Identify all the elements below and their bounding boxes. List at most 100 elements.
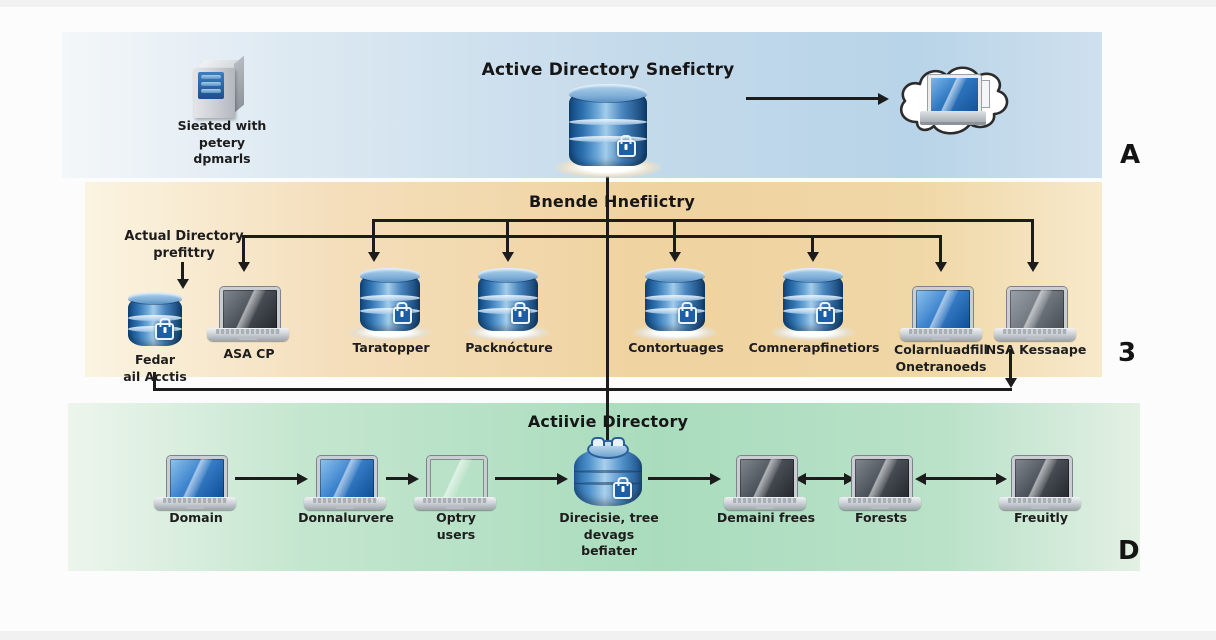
arrow-domain-donnalurvere <box>235 477 297 480</box>
server-drive-panel <box>198 72 224 99</box>
drop-arrow-nsa <box>1031 219 1034 263</box>
lock-icon <box>616 139 636 157</box>
server-front-face <box>194 68 235 118</box>
database-icon-packnocture <box>465 268 551 341</box>
laptop-icon-freuitly <box>999 456 1081 510</box>
laptop-icon-demaini <box>724 456 806 510</box>
fedar-down-line <box>153 372 156 391</box>
page-edge-top <box>0 0 1216 7</box>
middle-band-title: Bnende Hnefiictry <box>528 192 696 211</box>
drop-arrow-contortuages <box>673 219 676 253</box>
server-caption: Sieated with petery dpmarls <box>177 118 267 166</box>
laptop-screen <box>1012 456 1072 500</box>
middle-band <box>85 182 1102 377</box>
laptop-base <box>994 328 1076 341</box>
node-label-asa: ASA CP <box>223 346 275 361</box>
laptop-icon-optry <box>414 456 496 510</box>
double-arrow-demaini-forests <box>806 477 844 480</box>
page-edge-bottom <box>0 631 1216 640</box>
annotation-arrow <box>181 262 184 280</box>
laptop-base <box>999 497 1081 510</box>
laptop-base <box>304 497 386 510</box>
database-icon-fedar <box>126 292 184 350</box>
cloud-computer-icon <box>928 75 981 114</box>
cloud-computer-base <box>920 111 986 122</box>
node-label-demaini: Demaini frees <box>716 510 816 525</box>
server-drive-slot <box>201 75 221 79</box>
node-label-colarn: Colarnluadfill Onetranoeds <box>894 342 988 374</box>
laptop-icon-nsa <box>994 287 1076 341</box>
arrow-donnalurvere-optry <box>386 477 408 480</box>
database-icon-taratopper <box>347 268 433 341</box>
laptop-icon-donnalurvere <box>304 456 386 510</box>
laptop-screen <box>317 456 377 500</box>
laptop-icon-asa <box>207 287 289 341</box>
drop-arrow-comnerap <box>811 235 814 253</box>
laptop-base <box>207 328 289 341</box>
laptop-screen <box>427 456 487 500</box>
node-label-fedar: Fedar ail Acctis <box>123 352 187 384</box>
laptop-base <box>724 497 806 510</box>
node-label-domain: Domain <box>169 510 223 525</box>
barrel-database-icon <box>572 437 644 506</box>
laptop-base <box>839 497 921 510</box>
laptop-icon-forests <box>839 456 921 510</box>
laptop-icon-domain <box>154 456 236 510</box>
database-cap <box>569 84 647 102</box>
server-drive-slot <box>201 89 221 93</box>
lock-icon <box>510 307 530 325</box>
barrel-cap <box>587 437 629 459</box>
laptop-screen <box>913 287 973 331</box>
drop-arrow-packnocture <box>506 219 509 253</box>
bottom-band-title: Actiivie Directory <box>527 412 689 431</box>
node-label-packnocture: Packnócture <box>465 340 553 355</box>
gap-connector-rail <box>153 388 1012 391</box>
middle-rail-lower <box>242 235 942 238</box>
node-label-comnerap: Comnerapfinetiors <box>748 340 880 355</box>
top-band-title: Active Directory Snefictry <box>481 60 735 80</box>
middle-rail-upper <box>372 219 1034 222</box>
arrow-to-cloud <box>746 97 878 100</box>
lock-icon <box>677 307 697 325</box>
database-body <box>569 91 647 166</box>
central-vertical-line <box>606 166 609 443</box>
lock-icon <box>613 482 633 500</box>
laptop-base <box>900 328 982 341</box>
server-icon <box>194 55 248 120</box>
database-icon-comnerap <box>770 268 856 341</box>
node-label-donnalurvere: Donnalurvere <box>298 510 394 525</box>
gap-connector-arrow <box>1009 349 1012 379</box>
arrow-directory-demaini <box>648 477 710 480</box>
drop-arrow-colarn <box>939 235 942 263</box>
band-letter-a: A <box>1120 140 1141 170</box>
node-label-freuitly: Freuitly <box>1014 510 1068 525</box>
arrow-optry-directory <box>495 477 557 480</box>
laptop-screen <box>737 456 797 500</box>
node-label-optry: Optry users <box>436 510 476 542</box>
laptop-screen <box>852 456 912 500</box>
lock-icon <box>815 307 835 325</box>
laptop-base <box>154 497 236 510</box>
node-label-contortuages: Contortuages <box>628 340 724 355</box>
lock-icon <box>392 307 412 325</box>
laptop-base <box>414 497 496 510</box>
node-label-nsa: NSA Kessaape <box>985 342 1087 357</box>
band-letter-d: D <box>1118 536 1140 566</box>
server-side-face <box>234 55 244 113</box>
laptop-screen <box>1007 287 1067 331</box>
node-label-taratopper: Taratopper <box>352 340 430 355</box>
server-drive-slot <box>201 82 221 86</box>
laptop-screen <box>167 456 227 500</box>
drop-arrow-asa <box>242 235 245 263</box>
band-letter-3: 3 <box>1118 338 1137 368</box>
database-icon-top <box>554 84 662 179</box>
node-label-directory-tree: Direcisie, tree devags befiater <box>559 510 659 558</box>
lock-icon <box>155 323 175 341</box>
cloud-icon <box>890 58 1016 144</box>
drop-arrow-taratopper <box>372 219 375 253</box>
node-label-forests: Forests <box>854 510 908 525</box>
database-icon-contortuages <box>632 268 718 341</box>
laptop-icon-colarn <box>900 287 982 341</box>
laptop-screen <box>220 287 280 331</box>
